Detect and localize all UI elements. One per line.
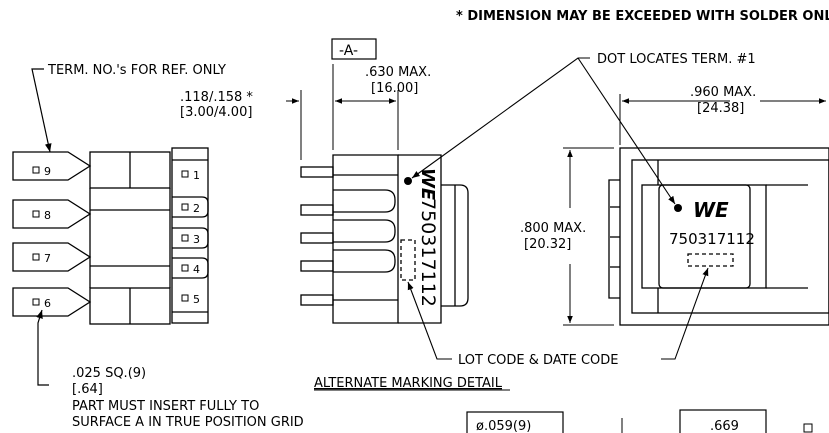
terminal-block [171, 147, 209, 324]
top-part-number: 750317112 [669, 230, 755, 248]
dot-leader-side [411, 57, 590, 179]
pin-blade-9 [12, 151, 92, 181]
pin-label-4: 4 [193, 263, 200, 276]
pin-blade-6 [12, 287, 92, 317]
spacing-callout-box [679, 409, 767, 433]
alt-marking-label: ALTERNATE MARKING DETAIL [314, 376, 503, 391]
pin-label-7: 7 [44, 252, 51, 265]
datum-label: -A- [339, 43, 358, 59]
insert-note-2: SURFACE A IN TRUE POSITION GRID [72, 415, 304, 430]
lot-leader-left [407, 281, 452, 360]
pin-label-1: 1 [193, 169, 200, 182]
hole-callout: ø.059(9) [476, 419, 531, 433]
width-dim-in: .960 MAX. [690, 85, 756, 100]
solder-note: * DIMENSION MAY BE EXCEEDED WITH SOLDER … [456, 9, 829, 24]
spacing-callout: .669 [710, 419, 739, 433]
side-view [300, 154, 469, 324]
side-part-number: 750317112 [417, 198, 439, 307]
pin-sq-leader [36, 309, 49, 386]
pin-sq-dim-mm: [.64] [72, 382, 103, 397]
pin-len-dim-mm: [3.00/4.00] [180, 105, 252, 120]
height-dim-mm: [20.32] [524, 237, 571, 252]
pin-label-6: 6 [44, 297, 51, 310]
term1-dot-top [674, 204, 682, 212]
top-logo: WE [693, 198, 729, 222]
dot-note: DOT LOCATES TERM. #1 [597, 52, 756, 67]
depth-dim-in: .630 MAX. [365, 65, 431, 80]
depth-dim-mm: [16.00] [371, 81, 418, 96]
side-logo: WE [417, 168, 438, 201]
bottom-view [12, 147, 209, 325]
pin-label-9: 9 [44, 165, 51, 178]
pin-blade-8 [12, 199, 92, 229]
pin-label-2: 2 [193, 202, 200, 215]
pin-blade-7 [12, 242, 92, 272]
term-ref-leader [31, 68, 52, 153]
lot-code-note: LOT CODE & DATE CODE [458, 353, 619, 368]
height-dim-in: .800 MAX. [520, 221, 586, 236]
hole-callout-box [466, 411, 564, 433]
term-ref-note: TERM. NO.'s FOR REF. ONLY [47, 63, 226, 78]
datum-box [331, 38, 377, 60]
pin-len-dim-in: .118/.158 * [180, 90, 253, 105]
width-dim-mm: [24.38] [697, 101, 744, 116]
pin-label-5: 5 [193, 293, 200, 306]
insert-note-1: PART MUST INSERT FULLY TO [72, 399, 259, 414]
dot-leader-top [577, 57, 676, 205]
top-view [608, 147, 829, 326]
pin-sq-dim-in: .025 SQ.(9) [72, 366, 146, 381]
pin-label-3: 3 [193, 233, 200, 246]
pin-label-8: 8 [44, 209, 51, 222]
term1-dot-side [404, 177, 412, 185]
lot-leader-right [661, 267, 709, 360]
